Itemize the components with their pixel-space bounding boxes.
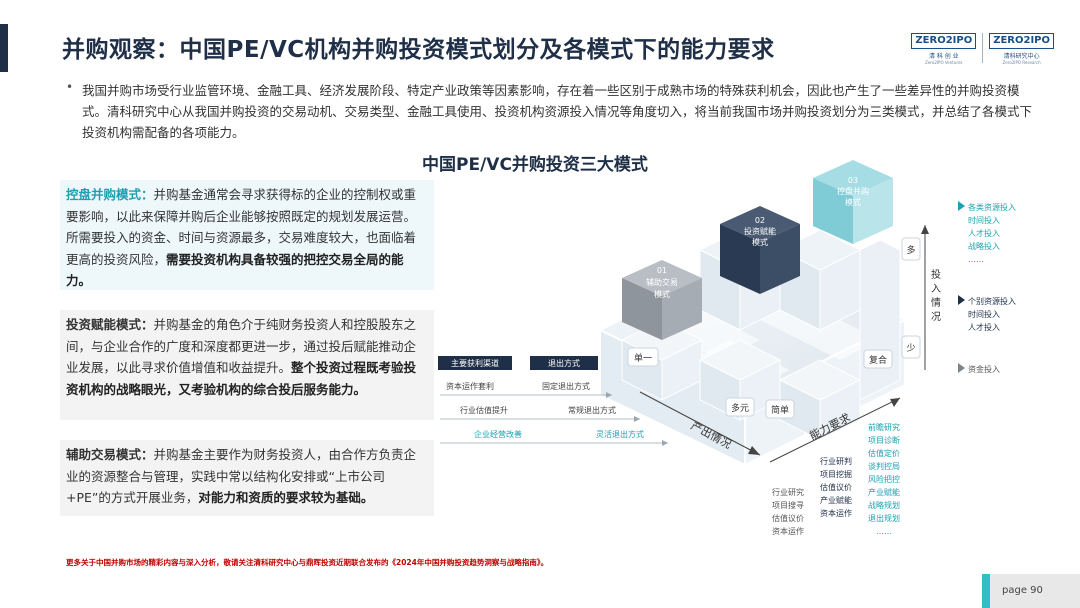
axis-output-label: 产出情况 (689, 418, 734, 451)
ability-2-4: 资本运作 (820, 508, 852, 518)
axis-input-char-1: 投 (931, 268, 941, 281)
cube2-label-a: 投资赋能 (744, 226, 776, 236)
tag-channel: 主要获利渠道 (451, 358, 499, 368)
label-many: 多 (906, 244, 915, 256)
mode3-text: 并购基金主要作为财务投资人，由合作方负责企业的资源整合与管理，实践中常以结构化安… (66, 447, 417, 505)
logo-left-en: Zero2IPO Ventures (925, 60, 963, 65)
mode-card-control-acquisition: 控盘并购模式：并购基金通常会寻求获得标的企业的控制权或重要影响，以此来保障并购后… (60, 180, 434, 290)
ability-1-0: 行业研究 (772, 487, 804, 497)
input-1-3: 战略投入 (968, 241, 1000, 251)
ability-2-1: 项目挖掘 (820, 469, 852, 479)
footnote: 更多关于中国并购市场的精彩内容与深入分析，敬请关注清科研究中心与鼎晖投资近期联合… (66, 558, 549, 567)
row3-right: 灵活退出方式 (596, 429, 644, 439)
ability-2-2: 估值议价 (820, 482, 852, 492)
ability-columns: 行业研究 项目搜寻 估值议价 资本运作 行业研判 项目挖掘 估值议价 产业赋能 … (772, 422, 900, 536)
label-complex: 复合 (869, 354, 887, 366)
row3-left: 企业经营改善 (474, 429, 522, 439)
logo-zero2ipo-research: ZERO2IPO 清科研究中心 Zero2IPO Research (989, 33, 1054, 65)
logo-separator (982, 33, 984, 63)
cube-mode-01: 01 辅助交易 模式 (622, 260, 702, 340)
input-1-4: …… (968, 255, 984, 264)
ability-3-5: 产业赋能 (868, 487, 900, 497)
mode2-bold: 整个投资过程既考验投资机构的战略眼光，又考验机构的综合投后服务能力。 (66, 360, 417, 397)
label-simple: 简单 (771, 404, 789, 416)
row1-right: 固定退出方式 (542, 381, 590, 391)
ability-1-2: 估值议价 (772, 513, 804, 523)
logo-left-mark: ZERO2IPO (911, 33, 977, 49)
axes: 产出情况 能力要求 投 入 情 况 (639, 225, 941, 463)
mode-card-auxiliary-transaction: 辅助交易模式：并购基金主要作为财务投资人，由合作方负责企业的资源整合与管理，实践… (60, 440, 434, 516)
row2-right: 常规退出方式 (568, 405, 616, 415)
mode1-title: 控盘并购模式： (66, 187, 154, 202)
input-1-1: 时间投入 (968, 215, 1000, 225)
axis-input-char-4: 况 (931, 311, 941, 323)
mode3-title: 辅助交易模式： (66, 447, 154, 462)
cube1-label-b: 模式 (654, 289, 670, 299)
logo-group: ZERO2IPO 清 科 创 业 Zero2IPO Ventures ZERO2… (911, 33, 1054, 65)
mode2-title: 投资赋能模式： (66, 317, 154, 332)
page-number: page 90 (1002, 585, 1043, 596)
ability-3-6: 战略规划 (868, 500, 900, 510)
cube2-num: 02 (755, 216, 765, 225)
row1-left: 资本运作套利 (446, 381, 494, 391)
ability-3-4: 风险把控 (868, 474, 900, 484)
cube2-label-b: 模式 (752, 237, 768, 247)
page-number-bar (982, 574, 1080, 608)
logo-zero2ipo-ventures: ZERO2IPO 清 科 创 业 Zero2IPO Ventures (911, 33, 977, 65)
mode2-text: 并购基金的角色介于纯财务投资人和控股股东之间，与企业合作的广度和深度都更进一步，… (66, 317, 417, 375)
logo-left-name: 清 科 创 业 (928, 53, 959, 60)
intro-paragraph: 我国并购市场受行业监管环境、金融工具、经济发展阶段、特定产业政策等因素影响，存在… (82, 83, 1033, 140)
ability-3-8: …… (876, 527, 892, 536)
ability-3-7: 退出规划 (868, 513, 900, 523)
input-2-1: 时间投入 (968, 309, 1000, 319)
tag-exit: 退出方式 (548, 358, 580, 368)
input-2-2: 人才投入 (968, 322, 1000, 332)
cube3-label-b: 模式 (845, 197, 861, 207)
label-few: 少 (906, 343, 915, 354)
ability-1-1: 项目搜寻 (772, 500, 804, 510)
axis-input-char-3: 情 (931, 296, 941, 309)
cube1-num: 01 (657, 266, 667, 275)
ability-1-3: 资本运作 (772, 526, 804, 536)
channel-exit-table: 主要获利渠道 退出方式 资本运作套利 固定退出方式 行业估值提升 常规退出方式 … (438, 356, 668, 446)
input-1-0: 各类资源投入 (968, 202, 1016, 212)
cube3-label-a: 控盘并购 (837, 186, 869, 196)
ability-2-3: 产业赋能 (820, 495, 852, 505)
logo-right-name: 清科研究中心 (1003, 53, 1040, 60)
page-title: 并购观察：中国PE/VC机构并购投资模式划分及各模式下的能力要求 (62, 37, 775, 63)
title-accent-bar (0, 24, 8, 72)
cube-mode-02: 02 投资赋能 模式 (720, 206, 800, 294)
input-3-0: 资金投入 (968, 364, 1000, 374)
input-1-2: 人才投入 (968, 228, 1000, 238)
label-multi: 多元 (731, 402, 749, 414)
intro-bullet: • (66, 80, 74, 94)
input-groups: 各类资源投入 时间投入 人才投入 战略投入 …… 个别资源投入 时间投入 人才投… (958, 201, 1016, 374)
diagram-title: 中国PE/VC并购投资三大模式 (422, 155, 648, 175)
ability-3-0: 前瞻研究 (868, 422, 900, 432)
ability-3-3: 谈判控局 (868, 461, 900, 471)
mode-card-investment-empowerment: 投资赋能模式：并购基金的角色介于纯财务投资人和控股股东之间，与企业合作的广度和深… (60, 310, 434, 420)
label-single: 单一 (634, 352, 652, 364)
ability-2-0: 行业研判 (820, 456, 852, 466)
ability-3-1: 项目诊断 (868, 435, 900, 445)
mode3-bold: 对能力和资质的要求较为基础。 (198, 490, 374, 505)
page-number-accent (982, 574, 990, 608)
cube-cluster (597, 229, 908, 467)
logo-right-mark: ZERO2IPO (989, 33, 1054, 49)
ability-3-2: 估值定价 (868, 448, 900, 458)
mode1-text: 并购基金通常会寻求获得标的企业的控制权或重要影响，以此来保障并购后企业能够按照既… (66, 187, 417, 267)
cube3-num: 03 (848, 176, 858, 185)
axis-input-char-2: 入 (931, 284, 941, 295)
logo-right-en: Zero2IPO Research (1002, 60, 1041, 65)
cube-mode-03: 03 控盘并购 模式 (813, 160, 893, 244)
cube1-label-a: 辅助交易 (646, 277, 678, 287)
axis-ability-label: 能力要求 (807, 410, 853, 442)
row2-left: 行业估值提升 (460, 405, 508, 415)
face-labels: 单一 多元 简单 复合 多 少 (627, 237, 921, 419)
mode1-bold: 需要投资机构具备较强的把控交易全局的能力。 (66, 251, 404, 289)
input-2-0: 个别资源投入 (968, 296, 1016, 306)
